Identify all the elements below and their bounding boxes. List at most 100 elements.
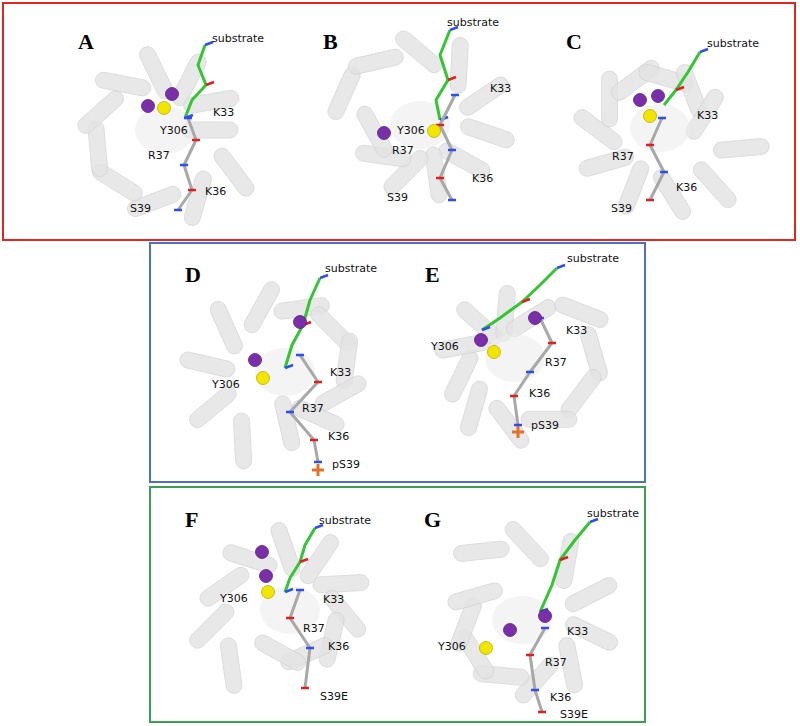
residue-label: K33: [697, 110, 718, 121]
residue-sticks: [650, 118, 664, 200]
residue-label: K36: [205, 186, 226, 197]
cartoon-core: [485, 334, 545, 382]
residue-atom: [296, 354, 304, 357]
residue-label: K33: [567, 626, 588, 637]
residue-atom: [538, 711, 546, 714]
substrate-atom: [560, 557, 568, 560]
residue-label: K33: [213, 107, 234, 118]
residue-label: K33: [323, 594, 344, 605]
ion-sphere: [529, 312, 542, 325]
helix-cartoon: [446, 581, 504, 612]
residue-atom: [286, 411, 294, 414]
helix-cartoon: [186, 383, 239, 431]
residue-label: substrate: [212, 33, 264, 44]
residue-label: R37: [612, 151, 634, 162]
helix-cartoon: [486, 397, 532, 451]
helix-cartoon: [424, 146, 448, 204]
helix-cartoon: [186, 601, 237, 652]
substrate-atom: [557, 265, 565, 268]
residue-label: Y306: [160, 125, 188, 136]
residue-label: substrate: [447, 17, 499, 28]
residue-label: Y306: [431, 341, 459, 352]
residue-label: S39: [387, 192, 408, 203]
residue-label: substrate: [319, 515, 371, 526]
helix-cartoon: [233, 413, 252, 470]
residue-atom: [296, 589, 304, 592]
substrate-atom: [205, 42, 213, 45]
helix-cartoon: [178, 350, 236, 378]
residue-label: K36: [529, 388, 550, 399]
residue-label: K36: [328, 641, 349, 652]
residue-label: S39E: [320, 691, 348, 702]
substrate-sticks: [482, 268, 557, 330]
ion-sphere: [166, 88, 179, 101]
cartoon-core: [630, 104, 690, 152]
residue-label: K36: [472, 173, 493, 184]
ion-sphere: [260, 570, 273, 583]
phosphate-group: [517, 426, 520, 438]
residue-label: Y306: [212, 379, 240, 390]
residue-label: K36: [676, 182, 697, 193]
residue-label: K33: [566, 325, 587, 336]
panel-frame: [3, 3, 795, 240]
ion-sphere: [378, 127, 391, 140]
helix-cartoon: [347, 48, 405, 76]
helix-cartoon: [221, 543, 279, 576]
residue-atom: [314, 461, 322, 464]
phosphate-group: [317, 464, 320, 476]
helix-cartoon: [197, 564, 252, 609]
residue-label: R37: [302, 403, 324, 414]
residue-label: Y306: [397, 125, 425, 136]
protein-structure: [75, 42, 258, 227]
residue-atom: [286, 617, 294, 620]
residue-sticks: [440, 95, 455, 200]
residue-atom: [314, 381, 322, 384]
residue-atom: [192, 139, 200, 142]
panel-letter: F: [185, 509, 198, 531]
substrate-sticks: [540, 522, 590, 612]
substrate-atom: [522, 299, 530, 302]
ion-sphere: [652, 90, 665, 103]
substrate-sticks: [285, 528, 315, 592]
helix-cartoon: [683, 86, 726, 142]
substrate-sticks: [285, 278, 320, 368]
helix-cartoon: [562, 575, 619, 615]
substrate-atom: [285, 365, 293, 368]
residue-sticks: [290, 590, 310, 688]
residue-label: substrate: [707, 38, 759, 49]
helix-cartoon: [713, 138, 770, 159]
residue-label: substrate: [567, 253, 619, 264]
protein-structure: [186, 520, 369, 694]
residue-label: K33: [330, 367, 351, 378]
residue-sticks: [514, 318, 552, 425]
substrate-atom: [185, 115, 193, 118]
helix-cartoon: [650, 166, 693, 222]
residue-atom: [448, 149, 456, 152]
substrate-atom: [482, 327, 490, 330]
residue-atom: [436, 177, 444, 180]
residue-sticks: [530, 628, 545, 712]
ion-sphere: [256, 546, 269, 559]
panel-frame: [150, 487, 645, 722]
residue-atom: [660, 171, 668, 174]
ion-sphere: [262, 586, 275, 599]
residue-label: pS39: [332, 459, 360, 470]
helix-cartoon: [208, 299, 245, 357]
substrate-atom: [206, 82, 214, 85]
panel-letter: G: [424, 509, 441, 531]
helix-cartoon: [252, 632, 309, 673]
ion-sphere: [257, 372, 270, 385]
helix-cartoon: [269, 520, 302, 578]
residue-label: R37: [303, 623, 325, 634]
residue-label: S39: [611, 203, 632, 214]
substrate-sticks: [664, 52, 700, 105]
residue-label: R37: [392, 145, 414, 156]
ion-sphere: [539, 610, 552, 623]
residue-label: S39: [130, 203, 151, 214]
substrate-atom: [285, 589, 293, 592]
residue-label: S39E: [560, 709, 588, 720]
panel-letter: D: [185, 264, 201, 286]
helix-cartoon: [313, 574, 370, 593]
residue-atom: [174, 209, 182, 212]
